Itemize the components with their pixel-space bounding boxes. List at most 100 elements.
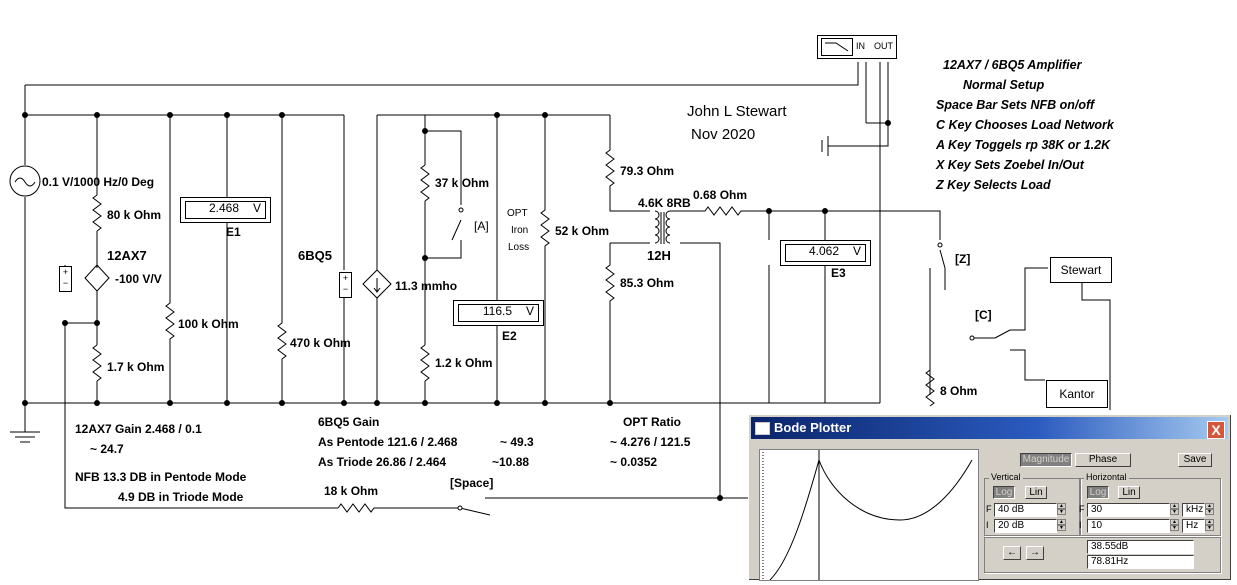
title-line-2: Normal Setup	[963, 78, 1045, 92]
title-line-4: C Key Chooses Load Network	[936, 118, 1114, 132]
note-opt-1: ~ 4.276 / 121.5	[610, 435, 691, 449]
gm-label: 11.3 mmho	[395, 279, 458, 293]
tube1-label: 12AX7	[107, 248, 147, 263]
meter-e3-label: E3	[831, 266, 846, 280]
r1_2k-label: 1.2 k Ohm	[435, 356, 493, 370]
title-line-7: Z Key Selects Load	[936, 178, 1051, 192]
readout-db: 38.55dB	[1087, 540, 1194, 554]
current-sense-box-1: +−	[59, 266, 72, 292]
meter-e3-unit: V	[852, 244, 861, 258]
bode-instrument-box[interactable]: IN OUT	[817, 35, 897, 59]
current-sense-box-2: +−	[339, 272, 352, 298]
meter-e2-unit: V	[525, 304, 534, 318]
note-gain-1: 12AX7 Gain 2.468 / 0.1	[75, 422, 202, 436]
title-line-3: Space Bar Sets NFB on/off	[936, 98, 1095, 112]
r100k-label: 100 k Ohm	[178, 317, 239, 331]
r80k-label: 80 k Ohm	[107, 208, 162, 222]
meter-e1-value: 2.468	[208, 201, 239, 215]
close-button[interactable]: X	[1207, 421, 1225, 439]
magnitude-button[interactable]: Magnitude	[1020, 453, 1072, 467]
cursor-left-button[interactable]: ←	[1003, 546, 1021, 560]
horizontal-initial-unit[interactable]: Hz	[1182, 519, 1205, 533]
horizontal-label: Horizontal	[1084, 472, 1129, 482]
r52k-label: 52 k Ohm	[555, 224, 610, 238]
horizontal-lin-button[interactable]: Lin	[1118, 486, 1140, 499]
vertical-label: Vertical	[989, 472, 1023, 482]
opt-label-3: Loss	[508, 242, 530, 253]
title-line-6: X Key Sets Zoebel In/Out	[936, 158, 1084, 172]
note-triode-2: As Triode 26.86 / 2.464	[318, 455, 447, 469]
opt-label-2: Iron	[511, 225, 529, 236]
switch-a-label: [A]	[474, 219, 489, 233]
osc-in-label: IN	[856, 41, 865, 51]
horizontal-final-spinner[interactable]: ▲▼	[1170, 503, 1179, 515]
meter-e1-unit: V	[252, 201, 261, 215]
horizontal-initial-unit-spinner[interactable]: ▲▼	[1205, 519, 1214, 531]
window-icon	[755, 422, 770, 435]
author-date: Nov 2020	[691, 126, 756, 143]
vertical-initial-spinner[interactable]: ▲▼	[1057, 519, 1066, 531]
bode-title: Bode Plotter	[774, 420, 852, 435]
vertical-group	[984, 478, 1081, 536]
note-nfb-1: NFB 13.3 DB in Pentode Mode	[75, 470, 247, 484]
wire-top	[25, 62, 859, 86]
horizontal-i-label: I	[1079, 520, 1082, 530]
save-button[interactable]: Save	[1178, 453, 1212, 467]
switch-space-label: [Space]	[450, 476, 494, 490]
title-line-5: A Key Toggels rp 38K or 1.2K	[936, 138, 1111, 152]
vertical-final-spinner[interactable]: ▲▼	[1057, 503, 1066, 515]
load-kantor-box[interactable]: Kantor	[1046, 380, 1108, 408]
r470k-label: 470 k Ohm	[290, 336, 351, 350]
cursor-right-button[interactable]: →	[1026, 546, 1044, 560]
r37k-label: 37 k Ohm	[435, 176, 490, 190]
note-pentode-1r: ~ 49.3	[500, 435, 534, 449]
ground-symbol	[10, 403, 40, 443]
horizontal-initial-spinner[interactable]: ▲▼	[1170, 519, 1179, 531]
opt-label-1: OPT	[507, 208, 528, 219]
ac-source-icon	[9, 165, 41, 197]
bode-screen-icon	[821, 38, 853, 56]
note-pentode-0: 6BQ5 Gain	[318, 415, 380, 429]
vertical-lin-button[interactable]: Lin	[1025, 486, 1047, 499]
horizontal-group	[1079, 478, 1221, 536]
osc-out-label: OUT	[874, 41, 893, 51]
vertical-i-label: I	[986, 520, 989, 530]
horizontal-final-unit[interactable]: kHz	[1182, 503, 1205, 517]
bode-plotter-window[interactable]: Bode Plotter X Magnitude Phase Save Vert…	[748, 414, 1230, 581]
meter-e1-label: E1	[226, 225, 241, 239]
inductance-label: 12H	[647, 248, 671, 263]
r85-label: 85.3 Ohm	[620, 276, 675, 290]
r79-label: 79.3 Ohm	[620, 164, 675, 178]
gain1-label: -100 V/V	[115, 272, 162, 286]
vertical-log-button[interactable]: Log	[993, 486, 1015, 499]
r1_7k-label: 1.7 k Ohm	[107, 360, 165, 374]
phase-button[interactable]: Phase	[1075, 453, 1131, 467]
horizontal-f-label: F	[1079, 504, 1085, 514]
note-gain-2: ~ 24.7	[90, 442, 124, 456]
readout-hz: 78.81Hz	[1087, 555, 1194, 569]
note-opt-2: ~ 0.0352	[610, 455, 658, 469]
r8-label: 8 Ohm	[940, 384, 978, 398]
meter-e1: 2.468 V	[180, 197, 271, 223]
horizontal-final-field[interactable]: 30	[1087, 503, 1170, 517]
note-opt-0: OPT Ratio	[623, 415, 682, 429]
source-label: 0.1 V/1000 Hz/0 Deg	[42, 175, 155, 189]
note-triode-2r: ~10.88	[492, 455, 530, 469]
bode-title-bar[interactable]: Bode Plotter X	[751, 417, 1228, 439]
vertical-initial-field[interactable]: 20 dB	[994, 519, 1057, 533]
horizontal-log-button[interactable]: Log	[1087, 486, 1109, 499]
bode-curve	[762, 450, 973, 581]
vertical-final-field[interactable]: 40 dB	[994, 503, 1057, 517]
switch-z-label: [Z]	[955, 252, 971, 266]
horizontal-final-unit-spinner[interactable]: ▲▼	[1205, 503, 1214, 515]
switch-c-label: [C]	[975, 308, 992, 322]
r18k-label: 18 k Ohm	[324, 484, 379, 498]
load-stewart-box[interactable]: Stewart	[1050, 257, 1112, 283]
bode-plot-area[interactable]	[759, 449, 979, 581]
meter-e2-label: E2	[502, 329, 517, 343]
horizontal-initial-field[interactable]: 10	[1087, 519, 1170, 533]
xfmr-label: 4.6K 8RB	[638, 196, 691, 210]
